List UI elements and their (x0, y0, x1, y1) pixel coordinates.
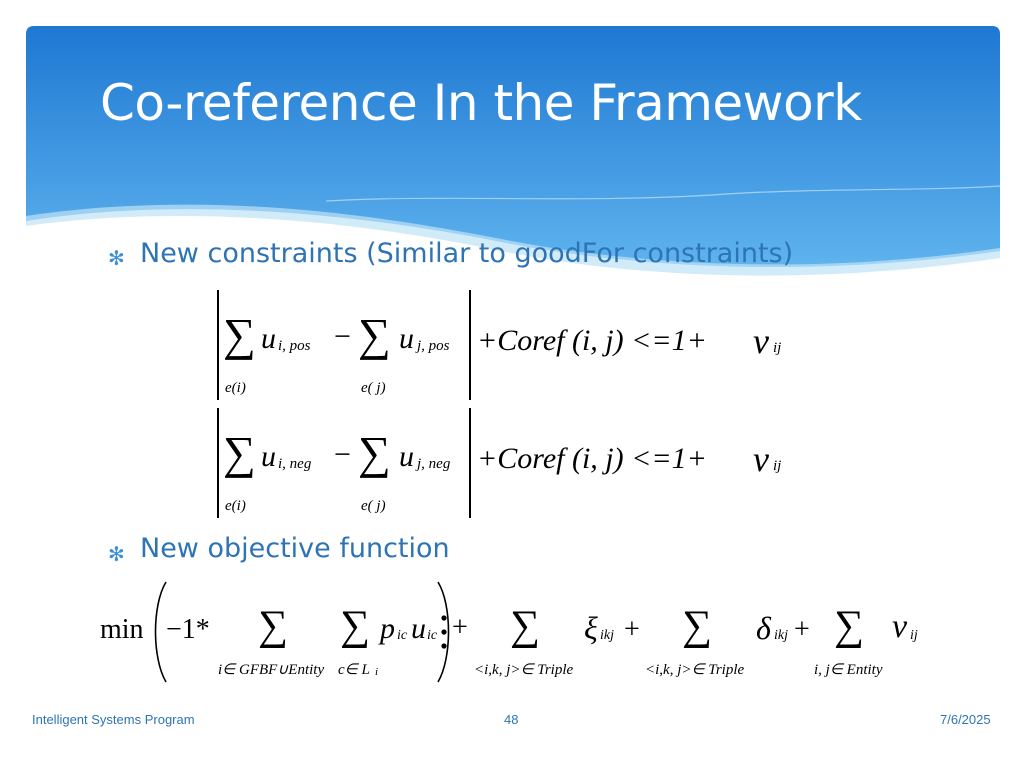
min-operator: min (100, 614, 144, 645)
left-paren-icon (154, 581, 167, 683)
dots-icon (441, 615, 447, 649)
constraint-pos-equation: ∑ u i, pos e(i) − ∑ u j, pos e( j) +Core… (215, 290, 795, 402)
nu-symbol: ν (753, 439, 769, 479)
plus-sign: + (452, 612, 468, 643)
sum-index: <i,k, j>∈ Triple (474, 662, 574, 678)
bullet-constraints: New constraints (Similar to goodFor cons… (140, 238, 794, 269)
p-term: p (380, 612, 395, 645)
sum-symbol: ∑ (358, 427, 391, 478)
sum-index: e(i) (225, 498, 246, 514)
nu-subscript: ij (773, 458, 782, 474)
sum-index: e( j) (361, 380, 386, 396)
u-subscript: j, neg (417, 456, 451, 472)
coref-rhs: +Coref (i, j) <=1+ (477, 324, 707, 357)
u-term: u (399, 322, 414, 355)
u-subscript: i, neg (278, 456, 312, 472)
sum-index: i∈ GFBF∪Entity (218, 662, 325, 678)
sum-index: c∈ L (338, 662, 370, 678)
u-term: u (399, 440, 414, 473)
sum-symbol: ∑ (510, 603, 540, 649)
sum-symbol: ∑ (358, 309, 391, 360)
right-paren-icon (437, 581, 450, 683)
objective-function-equation: min −1* ∑ ∑ i∈ GFBF∪Entity c∈ L i p ic u… (100, 578, 930, 688)
coref-rhs: +Coref (i, j) <=1+ (477, 442, 707, 475)
delta-subscript: ikj (774, 628, 788, 643)
footer-date: 7/6/2025 (940, 712, 991, 727)
u-subscript: i, pos (278, 338, 311, 354)
coefficient: −1* (166, 614, 210, 645)
bullet-objective: New objective function (140, 533, 450, 564)
u-subscript: ic (427, 628, 438, 643)
nu-symbol: ν (753, 321, 769, 361)
sum-index: e(i) (225, 380, 246, 396)
sum-symbol: ∑ (682, 603, 712, 649)
nu-subscript: ij (773, 340, 782, 356)
plus-sign: + (794, 614, 810, 645)
minus-sign: − (334, 320, 351, 353)
asterisk-bullet-icon: ✻ (108, 246, 125, 270)
u-term: u (261, 440, 276, 473)
u-term: u (261, 322, 276, 355)
xi-subscript: ikj (600, 628, 614, 643)
sum-symbol: ∑ (834, 603, 864, 649)
sum-index: i, j∈ Entity (814, 662, 883, 678)
sum-index: e( j) (361, 498, 386, 514)
u-subscript: j, pos (417, 338, 450, 354)
sum-symbol: ∑ (340, 603, 370, 649)
sum-symbol: ∑ (258, 603, 288, 649)
p-subscript: ic (397, 628, 408, 643)
footer-program: Intelligent Systems Program (32, 712, 195, 727)
slide-title: Co-reference In the Framework (100, 74, 862, 132)
sum-symbol: ∑ (223, 427, 256, 478)
minus-sign: − (334, 438, 351, 471)
delta-symbol: δ (756, 610, 771, 646)
asterisk-bullet-icon: ✻ (108, 542, 125, 566)
constraint-neg-equation: ∑ u i, neg e(i) − ∑ u j, neg e( j) +Core… (215, 408, 795, 520)
u-term: u (411, 612, 426, 645)
nu-symbol: ν (892, 608, 908, 645)
plus-sign: + (624, 614, 640, 645)
xi-symbol: ξ (584, 610, 598, 646)
sum-symbol: ∑ (223, 309, 256, 360)
sum-index: <i,k, j>∈ Triple (645, 662, 745, 678)
nu-subscript: ij (910, 628, 918, 643)
title-banner (26, 26, 1000, 276)
footer-slide-number: 48 (504, 712, 519, 727)
sum-index-subscript: i (375, 666, 379, 678)
